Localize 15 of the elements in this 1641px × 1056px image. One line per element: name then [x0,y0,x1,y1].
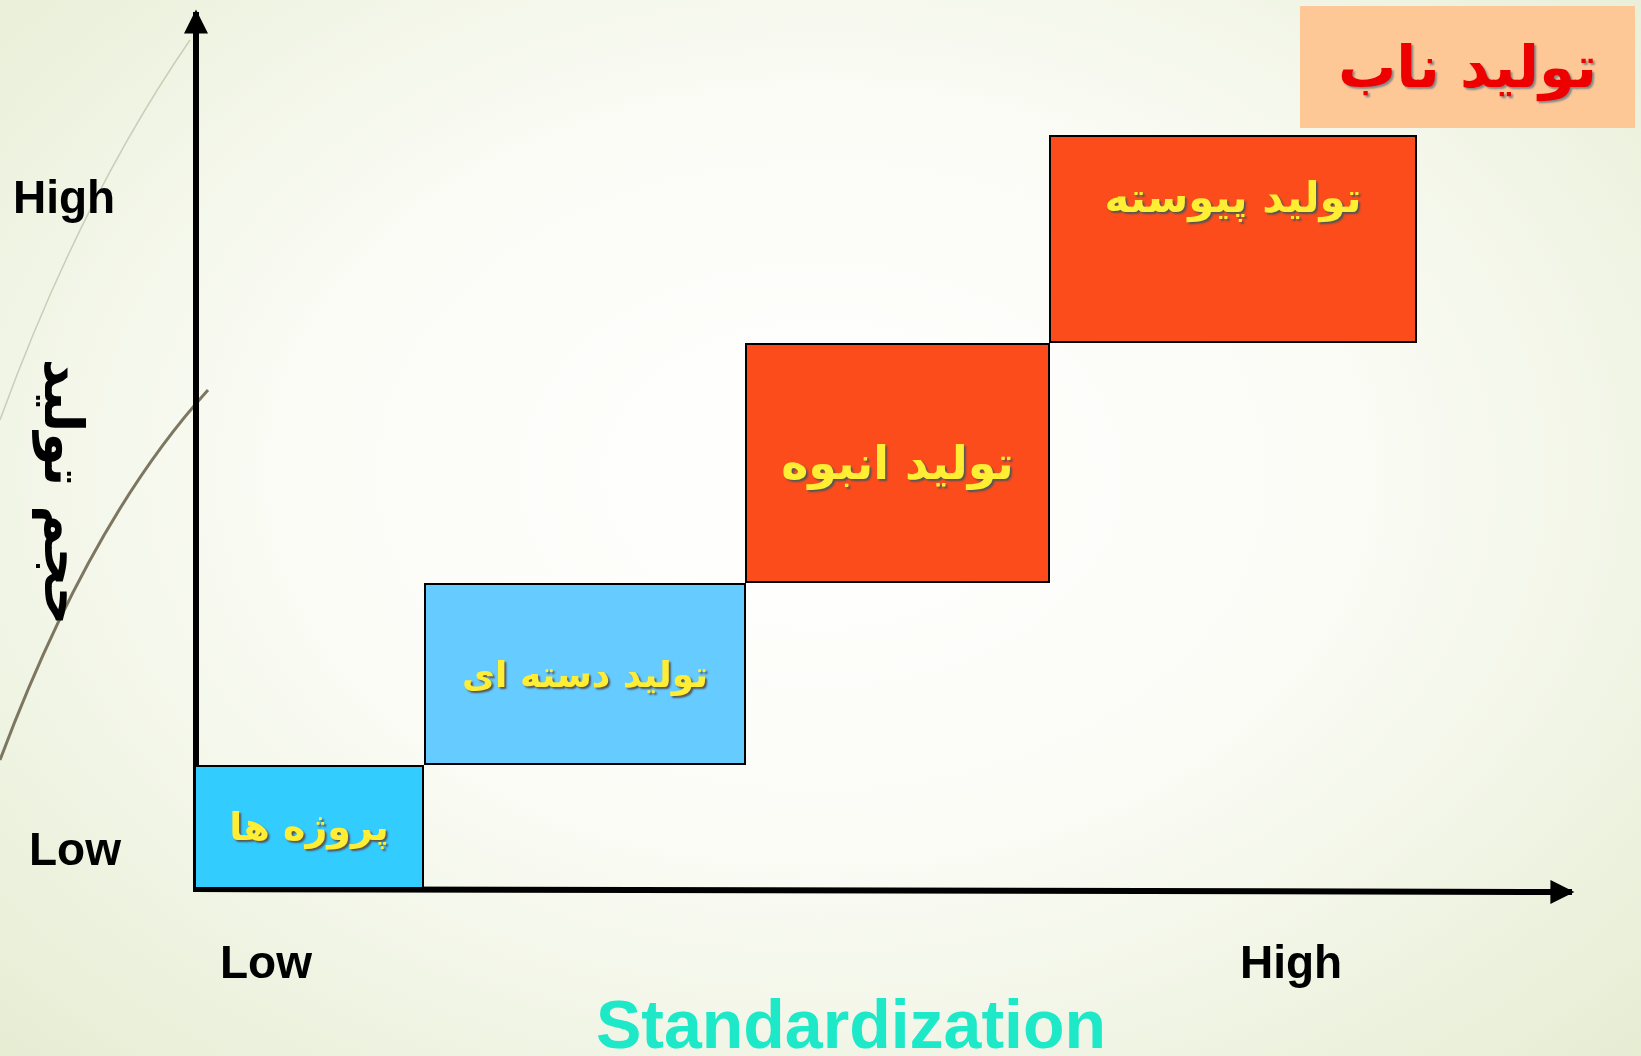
title-banner: تولید ناب [1300,6,1635,128]
box-label: پروژه ها [229,805,389,849]
axis-tick-label: High [1240,935,1343,989]
process-box [194,765,424,889]
box-label: تولید دسته ای [462,653,708,695]
process-box [424,583,746,765]
axis-tick-label: Low [220,935,312,989]
box-label: تولید پیوسته [1104,173,1362,222]
axis-tick-label: High [13,170,116,224]
box-label: تولید انبوه [781,436,1014,490]
axis-title: حجم تولید [31,358,95,626]
process-box [745,343,1050,583]
process-box [1049,135,1417,343]
axis-title: Standardization [596,985,1106,1056]
axis-tick-label: Low [29,822,121,876]
